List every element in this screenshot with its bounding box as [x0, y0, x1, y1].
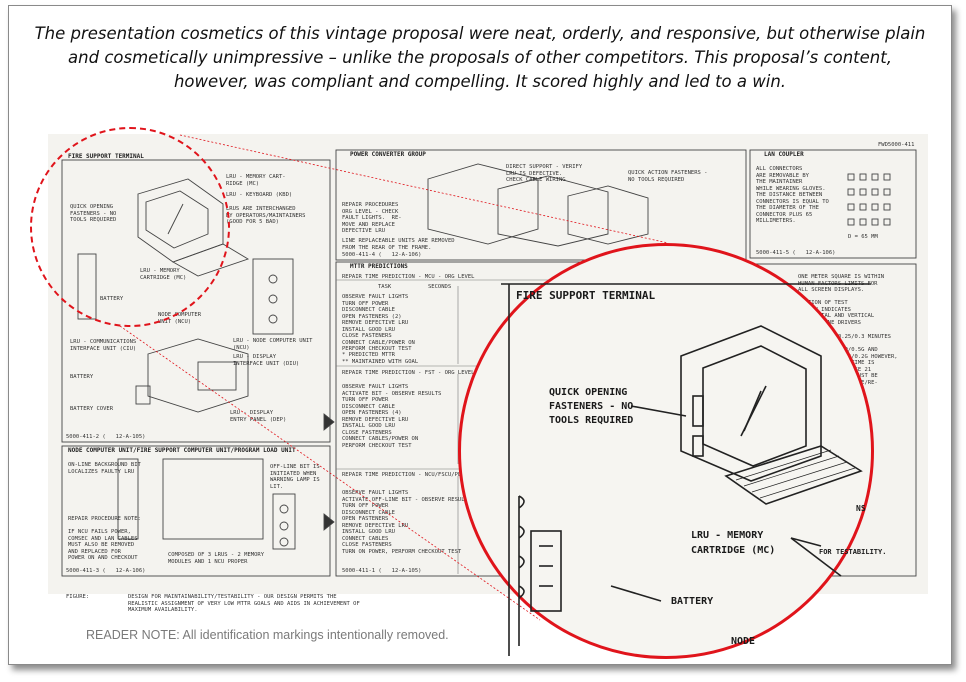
- section-5-dimension: D = 65 MM: [848, 234, 878, 240]
- arrow-marker: [323, 413, 335, 431]
- section-2-interchange-label: LRUs ARE INTERCHANGED BY OPERATORS/MAINT…: [226, 206, 306, 225]
- magnified-keyboard-drawing: [724, 445, 863, 505]
- section-5-box: [749, 149, 917, 259]
- mttr-seconds-header: SECONDS: [428, 284, 452, 290]
- magnified-fasteners-label: QUICK OPENING FASTENERS - NO TOOLS REQUI…: [549, 387, 634, 426]
- section-2-mc-label: LRU - MEMORY CART- RIDGE (MC): [226, 174, 286, 187]
- mttr-prediction-1: * PREDICTED MTTR ** MAINTAINED WITH GOAL: [342, 352, 419, 365]
- magnified-right-fragment-2: NS: [856, 504, 866, 513]
- mttr-table-1-title: REPAIR TIME PREDICTION - MCU - ORG LEVEL: [342, 274, 475, 280]
- magnified-right-fragment: FOR TESTABILITY.: [819, 548, 887, 556]
- mttr-table-2-title: REPAIR TIME PREDICTION - FST - ORG LEVEL: [342, 370, 475, 376]
- section-4-quick-label: QUICK ACTION FASTENERS - NO TOOLS REQUIR…: [628, 170, 708, 183]
- section-2-ncu2-label: LRU - NODE COMPUTER UNIT (NCU): [233, 338, 313, 351]
- section-4-lru-label: LINE REPLACEABLE UNITS ARE REMOVED FROM …: [342, 238, 455, 251]
- mttr-task-header: TASK: [378, 284, 392, 290]
- mttr-table-3-rows: OBSERVE FAULT LIGHTS ACTIVATE OFF-LINE B…: [342, 490, 472, 555]
- magnified-drawing: [501, 283, 871, 656]
- section-4-direct-label: DIRECT SUPPORT - VERIFY LRU IS DEFECTIVE…: [506, 164, 583, 183]
- section-3-offline-label: OFF-LINE BIT IS INITIATED WHEN WARNING L…: [270, 464, 320, 490]
- section-5-ref: 5000-411-5 ( 12-A-106): [756, 250, 836, 256]
- magnified-title: FIRE SUPPORT TERMINAL: [516, 289, 656, 302]
- section-5-text: ALL CONNECTORS ARE REMOVABLE BY THE MAIN…: [756, 166, 829, 224]
- magnified-battery-label: BATTERY: [671, 596, 714, 607]
- section-4-repair-label: REPAIR PROCEDURES ORG LEVEL - CHECK FAUL…: [342, 202, 402, 234]
- section-3-repair-note: REPAIR PROCEDURE NOTE: IF NCU FAILS POWE…: [68, 516, 141, 561]
- mttr-ref: 5000-411-1 ( 12-A-105): [342, 568, 422, 574]
- doc-id: FWD5000-411: [878, 142, 915, 148]
- section-4-ref: 5000-411-4 ( 12-A-106): [342, 252, 422, 258]
- magnified-mc-label: LRU - MEMORY CARTRIDGE (MC): [691, 530, 776, 556]
- magnified-terminal-drawing: [680, 325, 822, 482]
- section-2-dep-label: LRU - DISPLAY ENTRY PANEL (DEP): [230, 410, 287, 423]
- magnified-view: FIRE SUPPORT TERMINAL QUICK OPENING FAST…: [458, 243, 886, 659]
- highlight-dashed-circle: [30, 127, 230, 327]
- section-2-kbd-label: LRU - KEYBOARD (KBD): [226, 192, 293, 198]
- section-3-bit-label: ON-LINE BACKGROUND BIT LOCALIZES FAULTY …: [68, 462, 141, 475]
- magnified-node-label: NODE: [731, 636, 756, 647]
- section-2-diu-label: LRU - DISPLAY INTERFACE UNIT (DIU): [233, 354, 300, 367]
- section-5-title: LAN COUPLER: [764, 151, 804, 158]
- caption-text: The presentation cosmetics of this vinta…: [34, 24, 926, 91]
- figure-label: FIGURE:: [66, 594, 90, 600]
- reader-note: READER NOTE: All identification markings…: [86, 628, 449, 642]
- section-3-title: NODE COMPUTER UNIT/FIRE SUPPORT COMPUTER…: [68, 447, 296, 454]
- arrow-marker: [323, 513, 335, 531]
- section-2-battery2-label: BATTERY: [70, 374, 94, 380]
- section-3-composed-label: COMPOSED OF 3 LRUs - 2 MEMORY MODULES AN…: [168, 552, 265, 565]
- section-2-ciu-label: LRU - COMMUNICATIONS INTERFACE UNIT (CIU…: [70, 339, 137, 352]
- mttr-table-1-rows: OBSERVE FAULT LIGHTS TURN OFF POWER DISC…: [342, 294, 415, 352]
- section-4-title: POWER CONVERTER GROUP: [350, 151, 426, 158]
- section-2-cover-label: BATTERY COVER: [70, 406, 114, 412]
- section-2-ref: 5000-411-2 ( 12-A-105): [66, 434, 146, 440]
- section-3-ref: 5000-411-3 ( 12-A-106): [66, 568, 146, 574]
- magnified-battery-drawing: [518, 495, 562, 646]
- mttr-table-2-rows: OBSERVE FAULT LIGHTS ACTIVATE BIT - OBSE…: [342, 384, 442, 449]
- mttr-title: MTTR PREDICTIONS: [350, 263, 408, 270]
- figure-caption: DESIGN FOR MAINTAINABILITY/TESTABILITY -…: [128, 594, 360, 613]
- lan-coupler-grid: [847, 173, 891, 226]
